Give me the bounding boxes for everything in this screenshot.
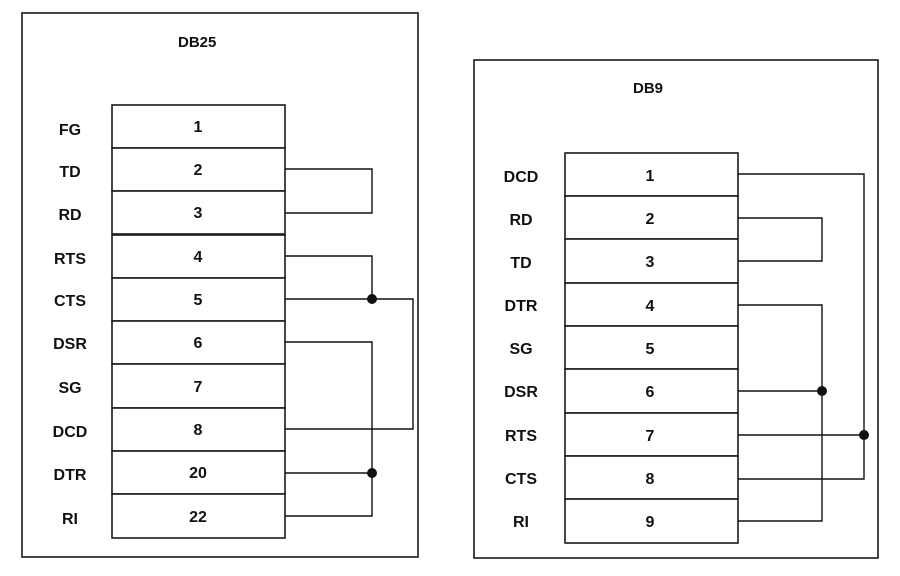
- db9-pin-label: SG: [509, 341, 532, 358]
- db25-pin-label: RTS: [54, 251, 86, 268]
- db25-pin-number: 20: [189, 465, 207, 482]
- db9-pin-number: 4: [646, 298, 655, 315]
- db25-pin-number: 7: [194, 379, 203, 396]
- db25-pin-cell: [111, 450, 286, 495]
- db25-panel: DB25 FG TD RD RTS CTS DSR SG DCD DTR RI …: [21, 12, 419, 558]
- db9-pin-label: DCD: [504, 169, 539, 186]
- db25-pin-label: CTS: [54, 293, 86, 310]
- db25-pin-number: 3: [194, 205, 203, 222]
- db9-pin-number: 5: [646, 341, 655, 358]
- db25-pin-label: FG: [59, 122, 81, 139]
- db9-panel: DB9 DCD RD TD DTR SG DSR RTS CTS RI 1 2 …: [473, 59, 879, 559]
- db25-pin-label: RD: [58, 207, 81, 224]
- db9-pin-cell: [564, 325, 739, 370]
- db25-pin-cell: [111, 277, 286, 322]
- db9-pin-label: RTS: [505, 428, 537, 445]
- db9-pin-number: 9: [646, 514, 655, 531]
- db9-loop-dcd-cts: [738, 173, 865, 480]
- db9-loop-dtr-ri: [738, 304, 823, 522]
- db25-junction-dot: [367, 294, 377, 304]
- db9-junction-dot: [817, 386, 827, 396]
- db9-pin-number: 6: [646, 384, 655, 401]
- db25-pin-number: 2: [194, 162, 203, 179]
- db25-pin-label: TD: [59, 164, 80, 181]
- db25-pin-label: SG: [58, 380, 81, 397]
- db25-pin-cell: [111, 363, 286, 409]
- db9-pin-cell: [564, 498, 739, 544]
- db9-loop-rd-td: [738, 217, 823, 262]
- db25-title: DB25: [178, 34, 216, 51]
- db9-pin-number: 3: [646, 254, 655, 271]
- db25-pin-cell: [111, 104, 286, 149]
- db25-pin-number: 5: [194, 292, 203, 309]
- db25-loop-td-rd: [285, 168, 373, 214]
- db9-pin-cell: [564, 282, 739, 327]
- db9-junction-dot: [859, 430, 869, 440]
- db25-pin-label: DCD: [53, 424, 88, 441]
- db9-pin-cell: [564, 412, 739, 457]
- db25-pin-label: RI: [62, 511, 78, 528]
- db25-pin-number: 22: [189, 509, 207, 526]
- db9-title: DB9: [633, 80, 663, 97]
- db25-pin-number: 8: [194, 422, 203, 439]
- db9-pin-label: TD: [510, 255, 531, 272]
- db9-pin-cell: [564, 152, 739, 197]
- db9-pin-number: 8: [646, 471, 655, 488]
- db25-loop-dsr-ri: [285, 341, 373, 517]
- db25-loop-cts-dcd: [285, 298, 414, 430]
- db9-pin-cell: [564, 455, 739, 500]
- db9-pin-label: DTR: [505, 298, 538, 315]
- db25-pin-label: DSR: [53, 336, 87, 353]
- db25-pin-number: 6: [194, 335, 203, 352]
- db9-pin-label: CTS: [505, 471, 537, 488]
- db9-pin-label: DSR: [504, 384, 538, 401]
- db9-pin-label: RD: [509, 212, 532, 229]
- db25-pin-label: DTR: [54, 467, 87, 484]
- db25-pin-number: 1: [194, 119, 203, 136]
- db9-pin-label: RI: [513, 514, 529, 531]
- db9-pin-number: 2: [646, 211, 655, 228]
- db9-pin-cell: [564, 368, 739, 414]
- db25-pin-number: 4: [194, 249, 203, 266]
- db9-pin-cell: [564, 238, 739, 284]
- db25-junction-dot: [367, 468, 377, 478]
- db9-pin-number: 1: [646, 168, 655, 185]
- db9-pin-number: 7: [646, 428, 655, 445]
- db25-wire-rts: [285, 255, 373, 299]
